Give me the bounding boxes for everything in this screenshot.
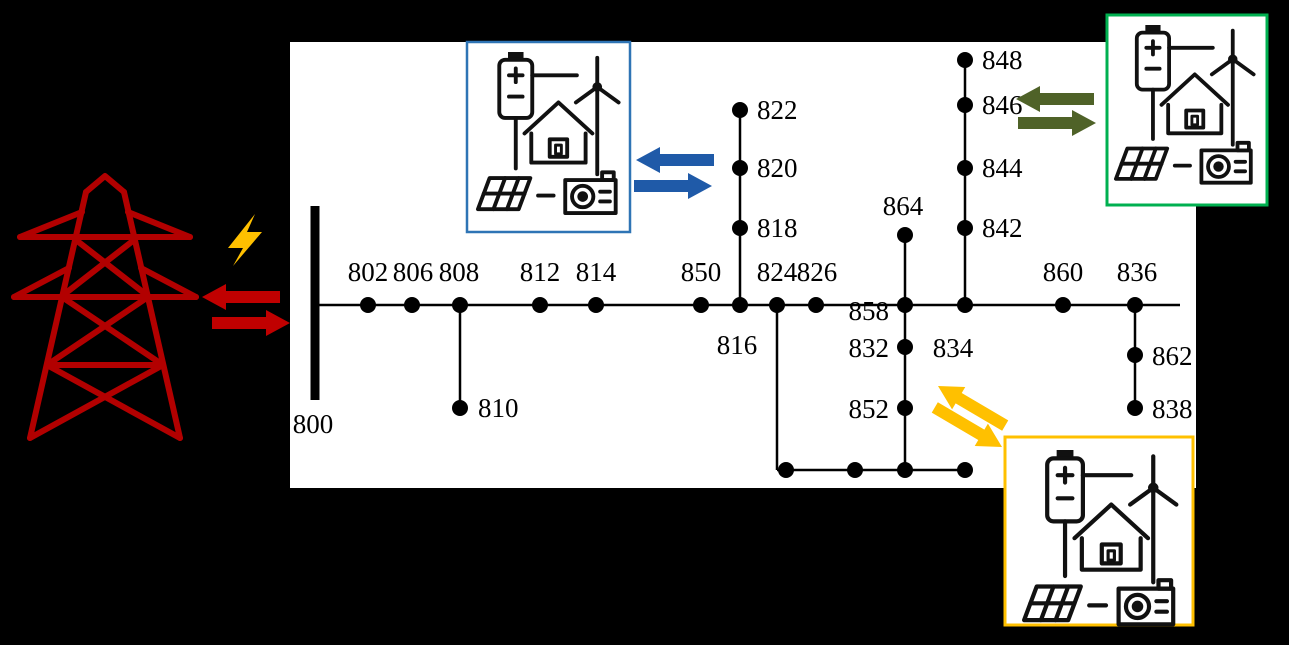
microgrid-1-border: [465, 40, 632, 234]
bus-dot: [404, 297, 420, 313]
bus-label-852: 852: [849, 394, 890, 424]
lightning-bolt-icon: [228, 214, 262, 266]
bus-dot: [732, 160, 748, 176]
bus-dot: [588, 297, 604, 313]
bus-dot: [452, 400, 468, 416]
bus-label-836: 836: [1117, 257, 1158, 287]
bus-dot: [957, 297, 973, 313]
bus-label-826: 826: [797, 257, 838, 287]
arrow-right-icon: [212, 310, 290, 336]
feeder-nodes: [360, 52, 1143, 478]
bus-dot: [847, 462, 863, 478]
bus-dot: [452, 297, 468, 313]
grid-exchange-arrows: [202, 284, 290, 336]
bus-dot: [732, 220, 748, 236]
microgrid-2-box: [1105, 13, 1269, 207]
bus-dot: [897, 297, 913, 313]
microgrid-3-box: [1003, 435, 1195, 627]
bus-dot: [360, 297, 376, 313]
bus-dot: [1127, 297, 1143, 313]
bus-label-812: 812: [520, 257, 561, 287]
bus-label-848: 848: [982, 45, 1023, 75]
bus-label-820: 820: [757, 153, 798, 183]
bus-label-850: 850: [681, 257, 722, 287]
bus-label-806: 806: [393, 257, 434, 287]
bus-dot: [897, 400, 913, 416]
bus-label-842: 842: [982, 213, 1023, 243]
bus-dot: [1127, 400, 1143, 416]
feeder-network: 800 802 806 808 810 812 814 850 816 818 …: [293, 45, 1193, 478]
bus-label-846: 846: [982, 90, 1023, 120]
bus-dot: [897, 227, 913, 243]
bus-label-808: 808: [439, 257, 480, 287]
bus-label-858: 858: [849, 296, 890, 326]
bus-dot: [957, 97, 973, 113]
bus-label-822: 822: [757, 95, 798, 125]
bus-dot: [778, 462, 794, 478]
bus-dot: [957, 220, 973, 236]
bus-dot: [957, 52, 973, 68]
bus-label-862: 862: [1152, 341, 1193, 371]
bus-dot: [732, 102, 748, 118]
bus-dot: [769, 297, 785, 313]
bus-dot: [1055, 297, 1071, 313]
transmission-tower-icon: [11, 173, 199, 441]
bus-label-816: 816: [717, 330, 758, 360]
bus-label-824: 824: [757, 257, 798, 287]
microgrid-1-box: [465, 40, 632, 234]
microgrid-3-border: [1003, 435, 1195, 627]
bus-dot: [808, 297, 824, 313]
bus-dot: [732, 297, 748, 313]
bus-label-814: 814: [576, 257, 617, 287]
bus-dot: [957, 160, 973, 176]
bus-dot: [957, 462, 973, 478]
bus-label-810: 810: [478, 393, 519, 423]
bus-label-832: 832: [849, 333, 890, 363]
bus-label-838: 838: [1152, 394, 1193, 424]
bus-label-844: 844: [982, 153, 1023, 183]
bus-label-834: 834: [933, 333, 974, 363]
bus-label-864: 864: [883, 191, 924, 221]
bus-dot: [897, 462, 913, 478]
bus-dot: [1127, 347, 1143, 363]
bus-label-800: 800: [293, 409, 334, 439]
bus-label-860: 860: [1043, 257, 1084, 287]
bus-labels: 800 802 806 808 810 812 814 850 816 818 …: [293, 45, 1193, 439]
bus-dot: [693, 297, 709, 313]
bus-dot: [897, 339, 913, 355]
bus-label-818: 818: [757, 213, 798, 243]
bus-dot: [532, 297, 548, 313]
bus-label-802: 802: [348, 257, 389, 287]
arrow-left-icon: [202, 284, 280, 310]
